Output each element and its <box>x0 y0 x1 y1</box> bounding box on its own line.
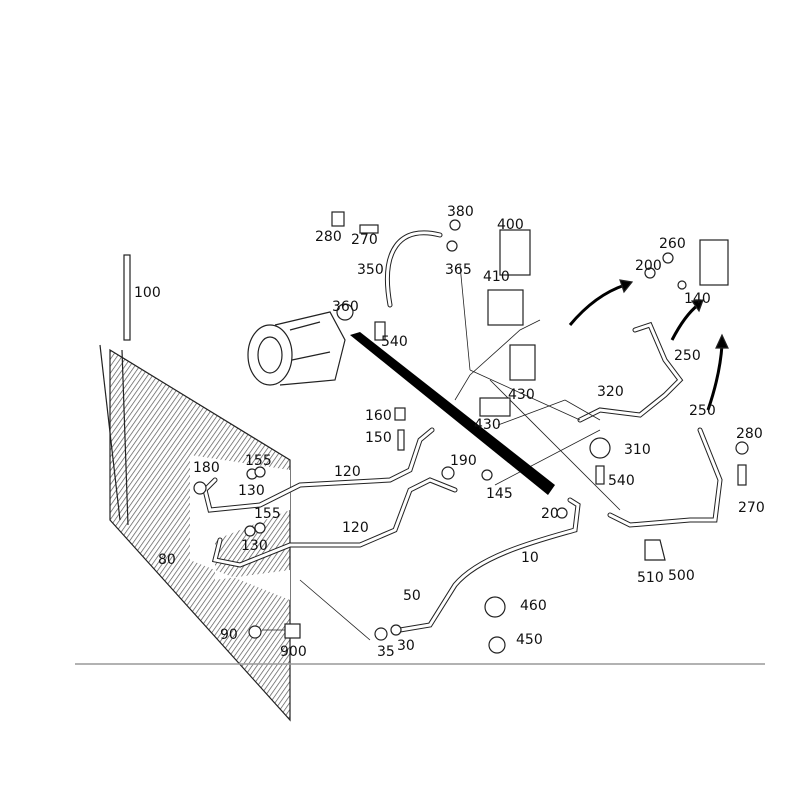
callout-270: 270 <box>738 500 765 516</box>
callout-270: 270 <box>351 232 378 248</box>
callout-360: 360 <box>332 299 359 315</box>
callout-10: 10 <box>521 550 539 566</box>
callout-460: 460 <box>520 598 547 614</box>
callout-430: 430 <box>474 417 501 433</box>
small-parts <box>193 211 749 654</box>
callout-900: 900 <box>280 644 307 660</box>
callout-155: 155 <box>245 453 272 469</box>
callout-20: 20 <box>541 506 559 522</box>
callout-380: 380 <box>447 204 474 220</box>
callout-120: 120 <box>342 520 369 536</box>
callout-155: 155 <box>254 506 281 522</box>
rod-100 <box>123 254 131 341</box>
large-arrow <box>350 332 555 495</box>
callout-350: 350 <box>357 262 384 278</box>
callout-80: 80 <box>158 552 176 568</box>
callout-30: 30 <box>397 638 415 654</box>
callout-90: 90 <box>220 627 238 643</box>
callout-160: 160 <box>365 408 392 424</box>
callout-100: 100 <box>134 285 161 301</box>
callout-120: 120 <box>334 464 361 480</box>
direction-arrows <box>350 279 729 495</box>
callout-320: 320 <box>597 384 624 400</box>
callout-140: 140 <box>684 291 711 307</box>
callout-500: 500 <box>668 568 695 584</box>
callout-180: 180 <box>193 460 220 476</box>
callout-400: 400 <box>497 217 524 233</box>
callout-510: 510 <box>637 570 664 586</box>
callout-540: 540 <box>608 473 635 489</box>
leader-lines <box>262 264 621 641</box>
callout-250: 250 <box>674 348 701 364</box>
callout-250: 250 <box>689 403 716 419</box>
callout-200: 200 <box>635 258 662 274</box>
callout-280: 280 <box>315 229 342 245</box>
callout-130: 130 <box>241 538 268 554</box>
callout-310: 310 <box>624 442 651 458</box>
callout-410: 410 <box>483 269 510 285</box>
callout-190: 190 <box>450 453 477 469</box>
callout-130: 130 <box>238 483 265 499</box>
callout-280: 280 <box>736 426 763 442</box>
hoses <box>202 230 723 633</box>
callout-540: 540 <box>381 334 408 350</box>
callout-450: 450 <box>516 632 543 648</box>
callout-365: 365 <box>445 262 472 278</box>
condenser <box>99 344 291 722</box>
callout-430: 430 <box>508 387 535 403</box>
callout-145: 145 <box>486 486 513 502</box>
compressor <box>247 311 346 386</box>
callout-50: 50 <box>403 588 421 604</box>
callout-150: 150 <box>365 430 392 446</box>
callout-260: 260 <box>659 236 686 252</box>
callout-35: 35 <box>377 644 395 660</box>
